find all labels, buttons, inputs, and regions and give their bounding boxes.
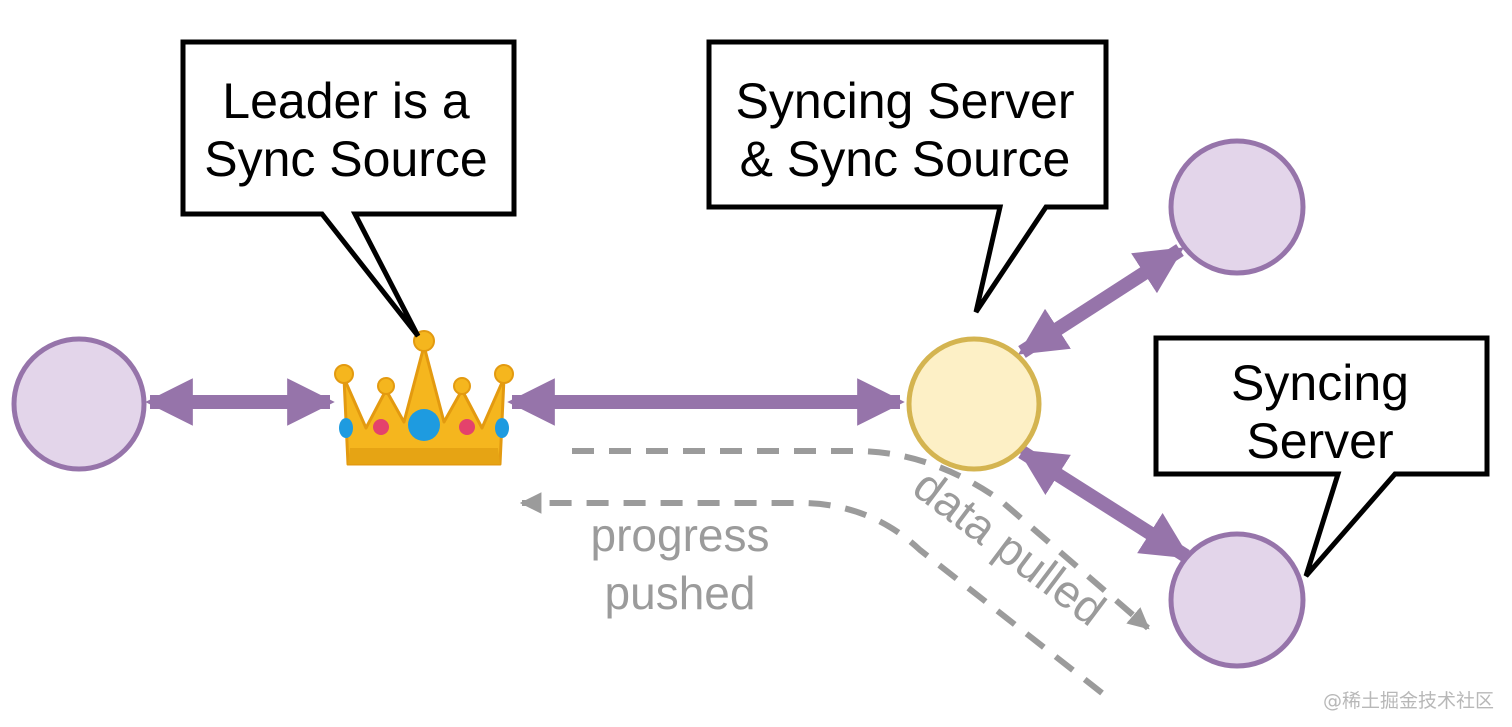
data-pulled-dashed-path [572,448,1150,631]
progress-label-line1: progress [591,509,770,561]
sync-source-node [906,336,1042,472]
progress-label-line2: pushed [605,567,756,619]
callout-leader-line2: Sync Source [204,131,487,187]
callout-sync-source-line2: & Sync Source [740,131,1071,187]
callout-leader-line1: Leader is a [222,73,470,129]
callout-syncing-server: Syncing Server [1153,335,1490,578]
callout-syncing-server-line2: Server [1246,413,1393,469]
callout-sync-source: Syncing Server & Sync Source [706,39,1109,314]
syncsource-top-node-arrow [1018,244,1184,358]
crown-icon [334,330,514,466]
progress-pushed-dashed-path [519,492,1104,696]
secondary-node-top-right [1168,138,1306,276]
callout-leader: Leader is a Sync Source [180,39,517,338]
callout-sync-source-line1: Syncing Server [735,73,1074,129]
syncing-server-node [1168,531,1306,669]
watermark: @稀土掘金技术社区 [1322,690,1494,712]
syncsource-bottom-node-arrow [1017,446,1191,562]
secondary-node-left [11,336,147,472]
callout-syncing-server-line1: Syncing [1231,355,1409,411]
